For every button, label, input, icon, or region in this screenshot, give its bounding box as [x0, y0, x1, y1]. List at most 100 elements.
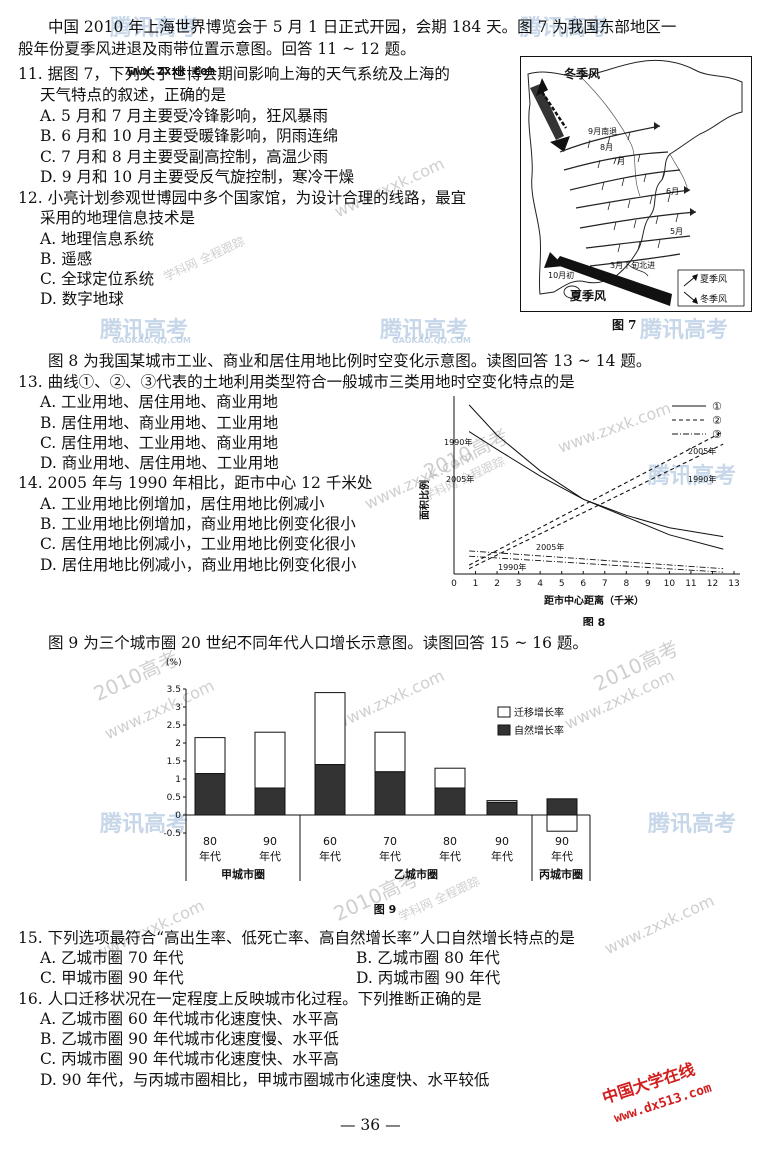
figure-9-intro: 图 9 为三个城市圈 20 世纪不同年代人口增长示意图。读图回答 15 ~ 16…: [48, 634, 588, 652]
bar-migration: [314, 692, 346, 766]
option: C. 全球定位系统: [40, 270, 155, 288]
category-label-suffix: 年代: [199, 849, 221, 863]
series-line-2: [468, 431, 724, 550]
x-tick-label: 6: [580, 579, 586, 589]
legend-label: ③: [712, 428, 722, 441]
option: D. 数字地球: [40, 290, 124, 308]
bar-migration: [546, 814, 578, 832]
x-tick-label: 1: [473, 579, 479, 589]
option: A. 乙城市圈 60 年代城市化速度快、水平高: [40, 1010, 339, 1028]
y-axis-label: 面积比例: [418, 480, 431, 520]
label-oct-early: 10月初: [548, 270, 574, 280]
bar-natural: [314, 764, 346, 816]
watermark-gaokao: GAOKAO.QQ.COM: [392, 336, 471, 345]
y-tick-label: -0.5: [163, 829, 181, 839]
label-mar-advance: 3月下旬北进: [610, 260, 655, 270]
option: B. 乙城市圈 80 年代: [356, 949, 500, 967]
watermark-xueke: 学科网 全程跟踪: [161, 234, 247, 284]
series-line-3: [468, 431, 724, 566]
y-tick-label: 1: [175, 775, 181, 785]
option: B. 居住用地、商业用地、工业用地: [40, 414, 279, 432]
group-label: 乙城市圈: [394, 867, 438, 881]
series-line-4: [468, 443, 724, 570]
x-tick-label: 8: [623, 579, 629, 589]
year-label: 1990年: [498, 562, 526, 572]
option: D. 丙城市圈 90 年代: [356, 969, 501, 987]
watermark-tengxun: 腾讯高考: [100, 318, 189, 343]
bar-migration: [374, 731, 406, 773]
watermark-tengxun: 腾讯高考: [520, 16, 609, 41]
x-tick-label: 2: [494, 579, 500, 589]
bar-migration: [434, 767, 466, 789]
watermark-tengxun: 腾讯高考: [648, 464, 737, 489]
category-label-decade: 70: [383, 835, 397, 848]
option: B. 6 月和 10 月主要受暖锋影响，阴雨连绵: [40, 127, 339, 145]
option: C. 居住用地、工业用地、商业用地: [40, 434, 279, 452]
legend-label: 自然增长率: [514, 724, 564, 737]
x-tick-label: 10: [664, 579, 676, 589]
intro-line: 般年份夏季风进退及雨带位置示意图。回答 11 ~ 12 题。: [18, 40, 416, 58]
watermark-zxxk: www.zxxk.com: [331, 153, 448, 222]
watermark-gaokao: GAOKAO.QQ.COM: [112, 336, 191, 345]
option: D. 居住用地比例减小，商业用地比例变化很小: [40, 556, 357, 574]
label-may: 5月: [670, 227, 683, 236]
legend-label: ①: [712, 400, 722, 413]
year-label: 1990年: [688, 474, 716, 484]
option: A. 工业用地、居住用地、商业用地: [40, 393, 279, 411]
group-label: 甲城市圈: [221, 867, 265, 881]
category-label-decade: 60: [323, 835, 337, 848]
group-label: 丙城市圈: [539, 867, 583, 881]
question-11-stem: 天气特点的叙述，正确的是: [40, 86, 227, 104]
x-tick-label: 0: [451, 579, 457, 589]
year-label: 1990年: [444, 437, 472, 447]
option: D. 90 年代，与丙城市圈相比，甲城市圈城市化速度快、水平较低: [40, 1071, 490, 1089]
option: D. 商业用地、居住用地、工业用地: [40, 454, 279, 472]
label-jul: 7月: [612, 157, 625, 166]
question-11-stem: 11. 据图 7，下列关于世博会期间影响上海的天气系统及上海的: [18, 65, 450, 83]
option: D. 9 月和 10 月主要受反气旋控制，寒冷干燥: [40, 168, 355, 186]
y-tick-label: 3: [175, 703, 181, 713]
bar-natural: [374, 771, 406, 816]
category-label-suffix: 年代: [491, 849, 513, 863]
figure-7-caption: 图 7: [612, 318, 637, 332]
option: C. 甲城市圈 90 年代: [40, 969, 184, 987]
question-12-stem: 12. 小亮计划参观世博园中多个国家馆，为设计合理的线路，最宜: [18, 189, 467, 207]
legend-label: ②: [712, 414, 722, 427]
option: A. 地理信息系统: [40, 230, 155, 248]
y-tick-label: 0: [175, 811, 181, 821]
watermark-tengxun: 腾讯高考: [110, 16, 199, 41]
label-aug: 8月: [600, 143, 613, 152]
category-label-decade: 90: [263, 835, 277, 848]
y-tick-label: 3.5: [167, 685, 181, 695]
x-tick-label: 12: [707, 579, 718, 589]
bar-natural: [254, 787, 286, 816]
figure-8-intro: 图 8 为我国某城市工业、商业和居住用地比例时空变化示意图。读图回答 13 ~ …: [48, 352, 652, 370]
bar-migration: [194, 737, 226, 775]
watermark-tengxun: 腾讯高考: [380, 318, 469, 343]
category-label-decade: 80: [443, 835, 457, 848]
category-label-decade: 90: [555, 835, 569, 848]
map-legend-box: [677, 269, 745, 307]
label-winter-monsoon: 冬季风: [564, 66, 600, 81]
watermark-tengxun: 腾讯高考: [648, 812, 737, 837]
population-bar-chart: (%)-0.500.511.522.533.580年代90年代60年代70年代8…: [163, 658, 591, 916]
question-12-stem: 采用的地理信息技术是: [40, 209, 196, 227]
x-tick-label: 4: [537, 579, 543, 589]
label-sep-retreat: 9月南退: [588, 126, 617, 136]
y-tick-label: 2.5: [167, 721, 181, 731]
series-line-5: [469, 550, 724, 570]
category-label-suffix: 年代: [439, 849, 461, 863]
figure-7-map: 冬季风 夏季风 9月南退 8月 7月 6月 5月 3月下旬北进 10月初 夏季风…: [520, 56, 752, 332]
x-tick-label: 7: [602, 579, 608, 589]
option: A. 工业用地比例增加，居住用地比例减小: [40, 495, 325, 513]
year-label: 2005年: [536, 542, 564, 552]
bar-migration: [254, 731, 286, 789]
label-summer-monsoon: 夏季风: [570, 288, 606, 303]
page-number: — 36 —: [340, 1116, 401, 1134]
x-tick-label: 13: [728, 579, 739, 589]
legend-label: 迁移增长率: [514, 706, 564, 719]
bar-natural: [486, 801, 518, 816]
label-jun: 6月: [666, 187, 679, 196]
